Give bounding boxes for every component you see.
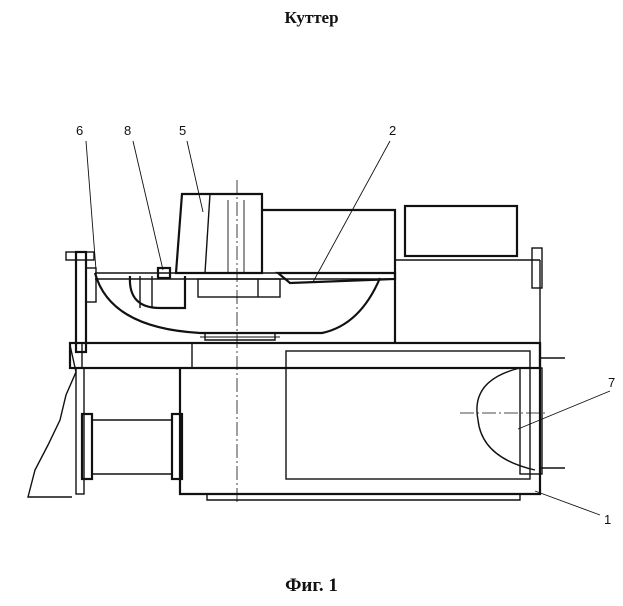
left-wall-break [27,344,77,498]
label-2: 2 [389,123,396,138]
frame-base [178,343,542,496]
drive-housing [262,208,397,343]
post [74,250,88,354]
left-flange [80,412,94,481]
knife-head [197,278,281,298]
figure-caption: Фиг. 1 [285,575,338,596]
table-plate [68,341,542,370]
label-5: 5 [179,123,186,138]
lid-cover [174,192,264,275]
motor-cutaway [476,367,536,471]
bowl-base [204,333,276,341]
motor-box [403,204,519,258]
label-6: 6 [76,123,83,138]
label-1: 1 [604,512,611,527]
label-7: 7 [608,375,615,390]
bowl [93,272,382,335]
drawing-title: Куттер [284,8,339,27]
knives [128,275,187,310]
label-8: 8 [124,123,131,138]
frame-panel [285,350,531,480]
right-flange [170,412,184,481]
